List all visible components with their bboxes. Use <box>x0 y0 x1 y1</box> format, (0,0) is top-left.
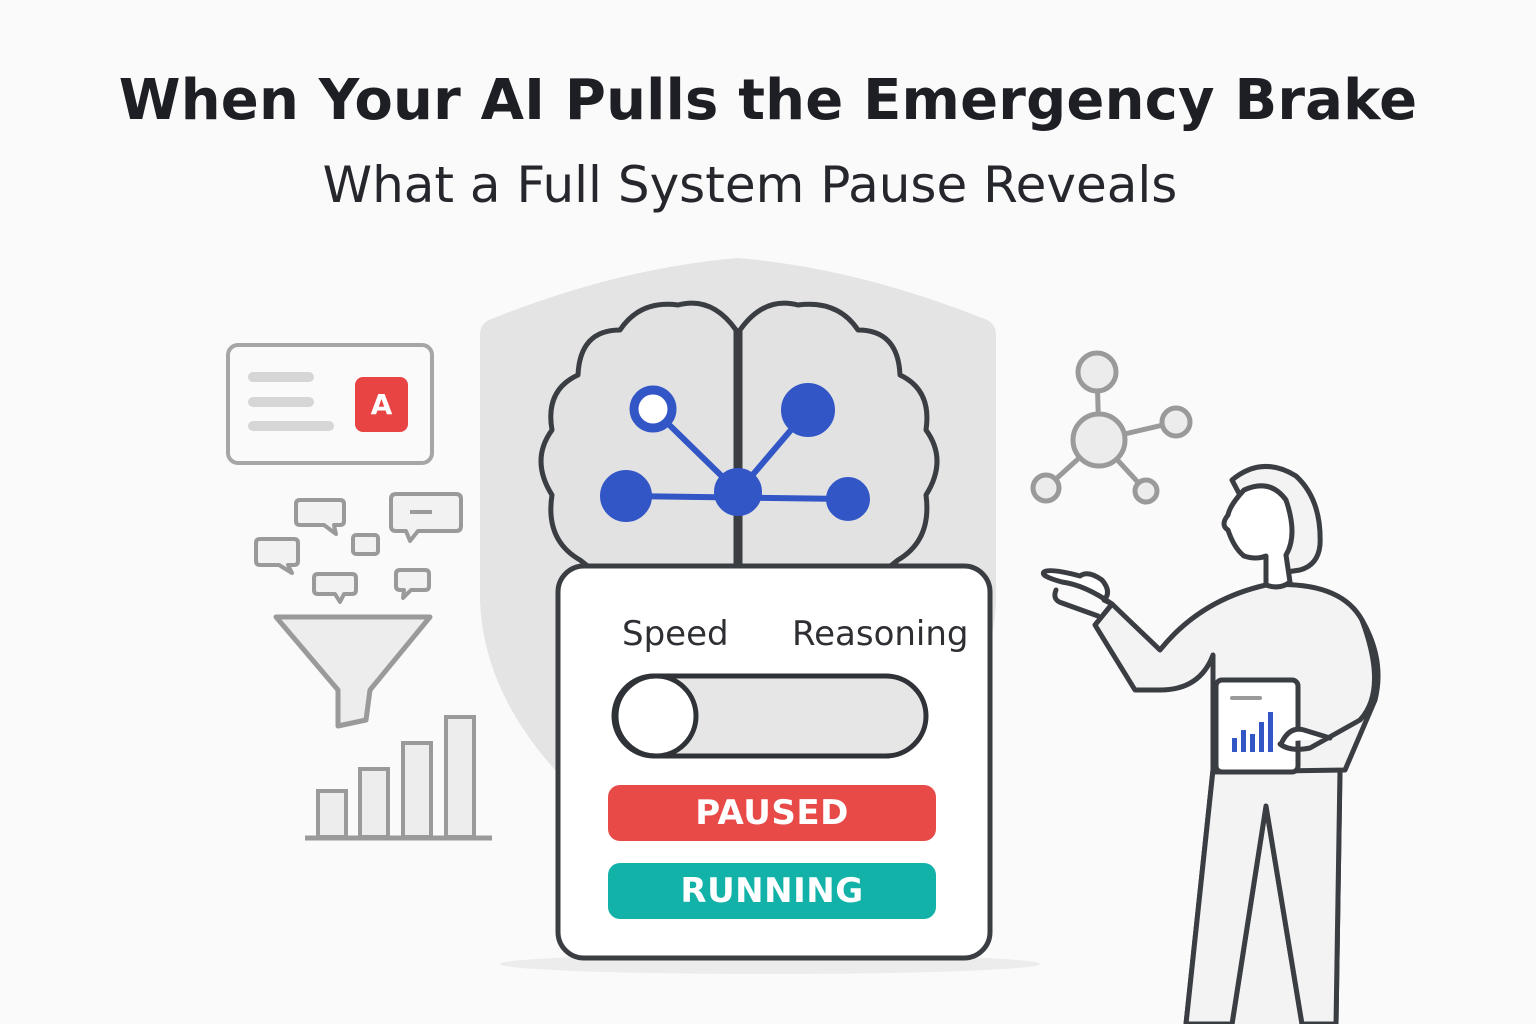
network-icon <box>1030 350 1193 505</box>
person-icon <box>1040 463 1381 1024</box>
brain-icon <box>538 300 940 571</box>
reasoning-label: Reasoning <box>792 614 969 654</box>
page-subtitle: What a Full System Pause Reveals <box>322 156 1178 214</box>
funnel-icon <box>273 614 433 729</box>
paused-status-button[interactable]: PAUSED <box>608 785 936 841</box>
speed-label: Speed <box>622 614 729 654</box>
bar-chart-icon <box>305 715 492 841</box>
page-title: When Your AI Pulls the Emergency Brake <box>118 68 1418 133</box>
network-in-brain-icon <box>600 383 870 522</box>
chat-bubble-icon <box>254 492 463 604</box>
badge-letter: A <box>370 388 393 421</box>
document-card-icon <box>226 343 434 465</box>
control-panel <box>555 563 993 961</box>
toggle-knob <box>613 673 699 759</box>
speed-reasoning-toggle[interactable] <box>611 673 929 759</box>
running-status-button[interactable]: RUNNING <box>608 863 936 919</box>
tablet-chart-icon <box>1230 696 1273 752</box>
